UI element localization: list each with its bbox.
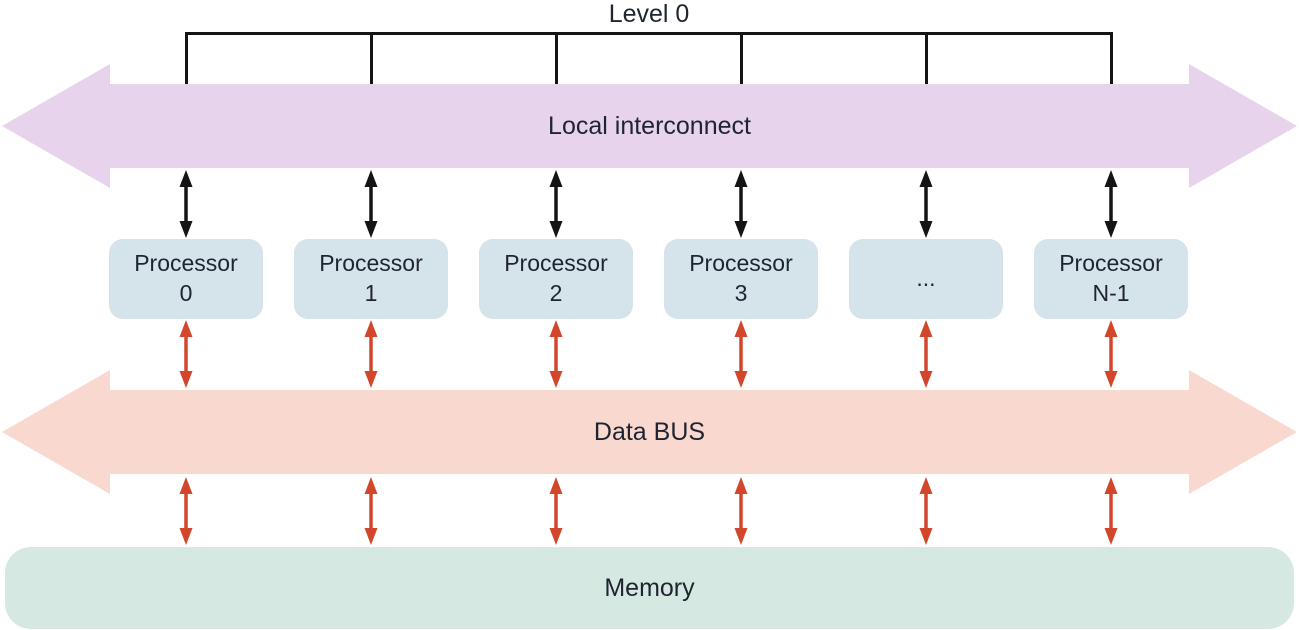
processor-box: ... [849,239,1003,319]
red-double-arrow [364,320,378,388]
processor-bus-arrows [0,320,1299,388]
bracket-tick [924,32,928,85]
red-double-arrow [1104,320,1118,388]
memory-box: Memory [5,547,1294,629]
black-double-arrow [919,170,933,238]
local-interconnect-arrow: Local interconnect [2,64,1297,188]
bracket-tick [1109,32,1113,85]
local-interconnect-label: Local interconnect [548,111,751,140]
red-double-arrow [1104,477,1118,545]
black-double-arrow [1104,170,1118,238]
data-bus-arrow: Data BUS [2,370,1297,494]
processor-label: ... [916,265,936,292]
processor-box: Processor 1 [294,239,448,319]
processor-label: Processor 1 [319,250,423,306]
red-double-arrow [549,477,563,545]
data-bus-label: Data BUS [593,417,706,446]
memory-label: Memory [604,573,695,602]
red-double-arrow [919,320,933,388]
red-double-arrow [734,477,748,545]
processor-label: Processor N-1 [1059,250,1163,306]
black-double-arrow [549,170,563,238]
bracket-tick [184,32,188,85]
bracket-horizontal-line [184,32,1113,35]
bracket-tick [554,32,558,85]
processor-label: Processor 2 [504,250,608,306]
processor-row: Processor 0 Processor 1 Processor 2 Process… [0,239,1299,319]
processor-label: Processor 0 [134,250,238,306]
processor-box: Processor N-1 [1034,239,1188,319]
red-double-arrow [919,477,933,545]
bus-memory-arrows [0,477,1299,545]
black-double-arrow [734,170,748,238]
red-double-arrow [179,477,193,545]
red-double-arrow [734,320,748,388]
level0-label: Level 0 [608,0,690,28]
interconnect-processor-arrows [0,170,1299,238]
black-double-arrow [364,170,378,238]
processor-label: Processor 3 [689,250,793,306]
processor-box: Processor 0 [109,239,263,319]
red-double-arrow [549,320,563,388]
processor-box: Processor 3 [664,239,818,319]
red-double-arrow [364,477,378,545]
black-double-arrow [179,170,193,238]
red-double-arrow [179,320,193,388]
processor-box: Processor 2 [479,239,633,319]
bracket-tick [739,32,743,85]
bracket-tick [369,32,373,85]
